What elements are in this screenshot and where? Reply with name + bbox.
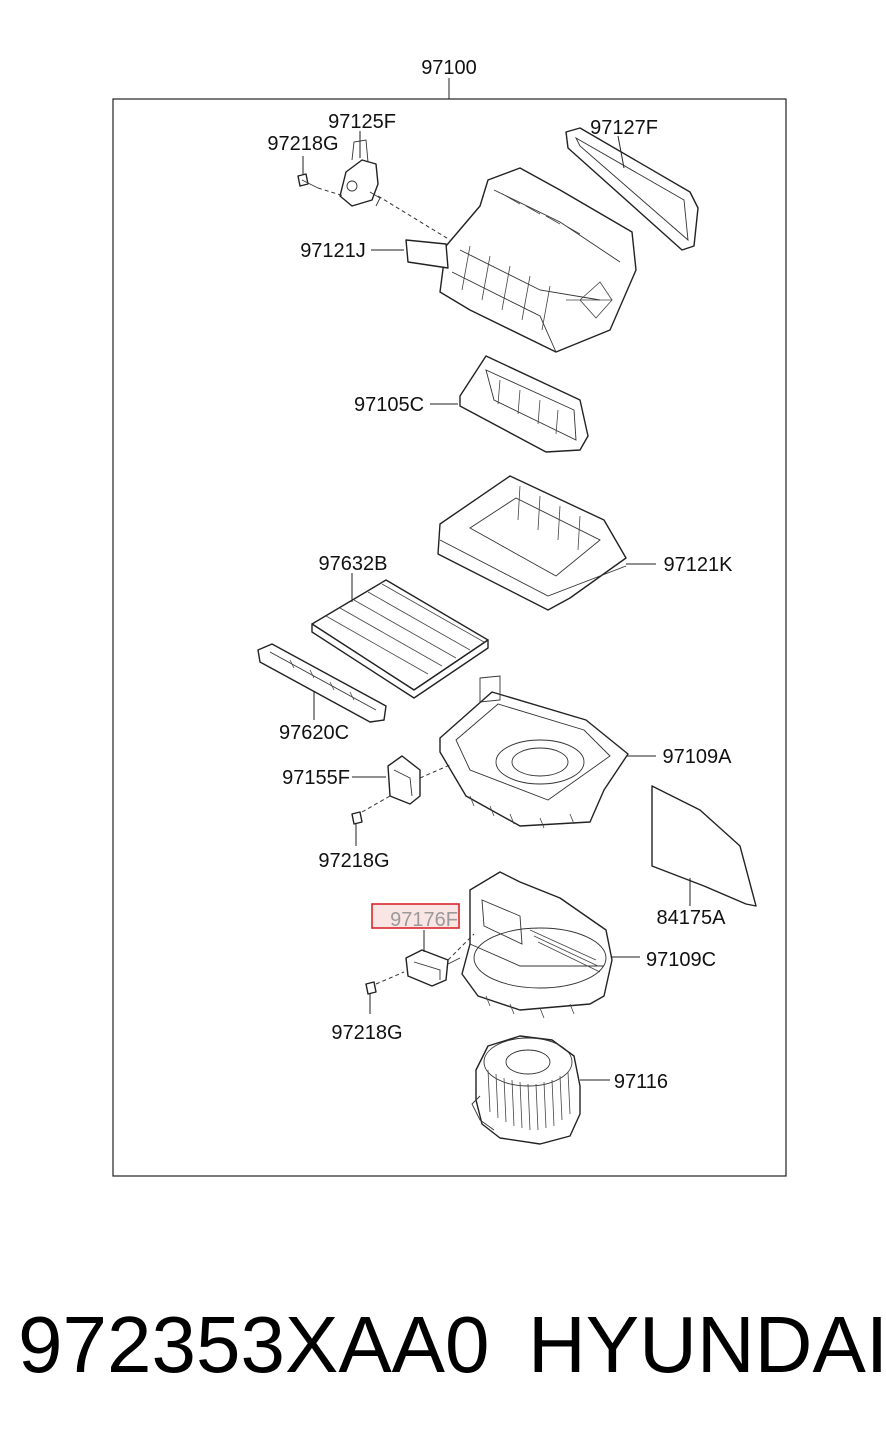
label-97218G-bot[interactable]: 97218G bbox=[331, 1022, 402, 1044]
part-number: 972353XAA0 bbox=[18, 1300, 490, 1389]
label-97116[interactable]: 97116 bbox=[614, 1071, 668, 1093]
assembly-label[interactable]: 97100 bbox=[421, 57, 477, 79]
label-97105C[interactable]: 97105C bbox=[354, 394, 424, 416]
blower-case-97109C bbox=[461, 871, 613, 1019]
intake-case-97121J bbox=[405, 167, 637, 353]
dash-97218G-bot bbox=[375, 971, 405, 985]
screw-97218G-bot bbox=[365, 981, 377, 995]
cover-97620C bbox=[257, 643, 387, 723]
insulator-84175A bbox=[651, 785, 757, 907]
blower-case-97109A bbox=[439, 675, 629, 829]
footer: 972353XAA0 HYUNDAI bbox=[0, 1290, 886, 1400]
highlight-box-97176F bbox=[371, 903, 460, 929]
label-97218G-top[interactable]: 97218G bbox=[267, 133, 338, 155]
label-97155F[interactable]: 97155F bbox=[282, 767, 350, 789]
label-84175A[interactable]: 84175A bbox=[657, 907, 727, 929]
label-97125F[interactable]: 97125F bbox=[328, 111, 396, 133]
label-97620C[interactable]: 97620C bbox=[279, 722, 349, 744]
label-97176F[interactable]: 97176F bbox=[390, 909, 458, 931]
dash-97155F bbox=[419, 763, 453, 779]
label-97121J[interactable]: 97121J bbox=[300, 240, 366, 262]
cabin-filter-97632B bbox=[311, 579, 489, 699]
label-97632B[interactable]: 97632B bbox=[319, 553, 388, 575]
dash-97218G-mid bbox=[361, 795, 391, 813]
filter-housing-97121K bbox=[437, 475, 627, 611]
dash-97176F bbox=[447, 933, 475, 961]
label-97127F[interactable]: 97127F bbox=[590, 117, 658, 139]
leader-97127F bbox=[617, 135, 625, 169]
door-97105C bbox=[459, 355, 589, 453]
screw-97218G-top bbox=[297, 173, 319, 189]
label-97109C[interactable]: 97109C bbox=[646, 949, 716, 971]
label-97121K[interactable]: 97121K bbox=[664, 554, 734, 576]
label-97109A[interactable]: 97109A bbox=[663, 746, 733, 768]
resistor-97176F bbox=[405, 949, 461, 987]
actuator-97155F bbox=[387, 755, 421, 805]
screw-97218G-mid bbox=[351, 811, 363, 825]
label-97218G-mid[interactable]: 97218G bbox=[318, 850, 389, 872]
dash-97218G-top bbox=[317, 187, 345, 197]
brand-name: HYUNDAI bbox=[528, 1300, 886, 1389]
seal-97127F bbox=[565, 127, 699, 251]
blower-motor-97116 bbox=[471, 1035, 581, 1145]
dash-97125F bbox=[377, 195, 451, 241]
